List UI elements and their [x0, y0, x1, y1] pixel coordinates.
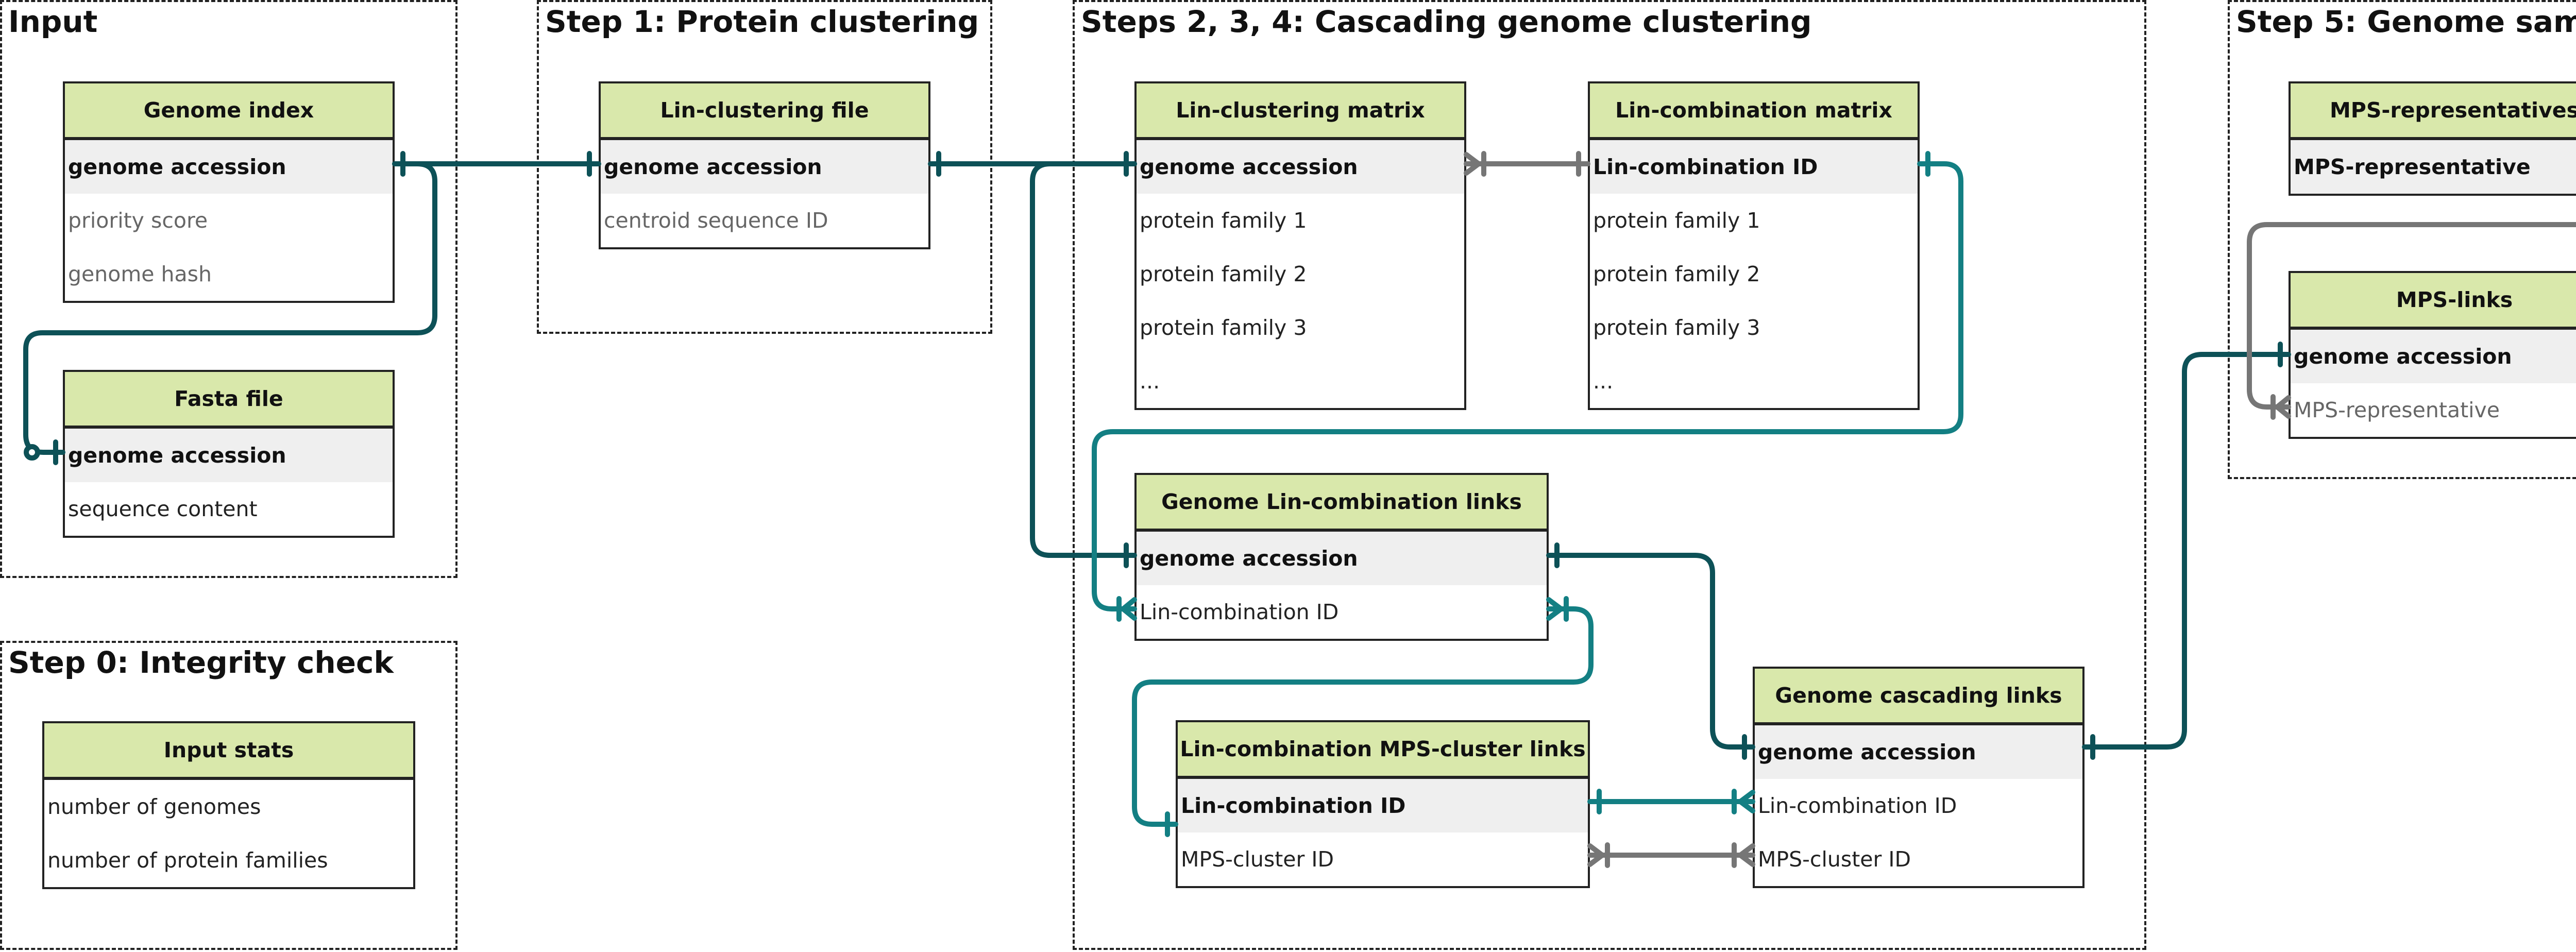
- link-mps-representatives-to-mps-links: [2247, 222, 2576, 420]
- entity-mps-links: MPS-links genome accession MPS-represent…: [2289, 271, 2576, 439]
- entity-header: Input stats: [44, 723, 413, 780]
- field-protein-family-2: protein family 2: [1593, 262, 1760, 286]
- entity-header: Lin-combination MPS-cluster links: [1178, 722, 1588, 779]
- group-title-steps-2-3-4: Steps 2, 3, 4: Cascading genome clusteri…: [1081, 4, 1812, 39]
- entity-genome-cascading-links: Genome cascading links genome accession …: [1753, 667, 2084, 888]
- group-title-step-0: Step 0: Integrity check: [8, 645, 394, 680]
- field-sequence-content: sequence content: [68, 497, 258, 521]
- entity-header: Lin-clustering file: [601, 83, 928, 140]
- entity-header: Fasta file: [65, 372, 393, 429]
- field-mps-representative: MPS-representative: [2294, 398, 2500, 422]
- entity-lin-clustering-matrix: Lin-clustering matrix genome accession p…: [1134, 81, 1466, 410]
- link-genome-index-to-fasta-file: [23, 161, 437, 465]
- entity-header: Genome cascading links: [1755, 669, 2082, 725]
- group-step-0: Step 0: Integrity check: [0, 641, 457, 950]
- group-title-step-1: Step 1: Protein clustering: [545, 4, 979, 39]
- entity-header: MPS-representatives: [2291, 83, 2576, 140]
- field-mps-cluster-id: MPS-cluster ID: [1758, 847, 1911, 872]
- link-lin-clustering-matrix-to-genome-lin-combination-links: [1030, 161, 1137, 568]
- field-mps-representative: MPS-representative: [2291, 140, 2576, 194]
- entity-header: Lin-clustering matrix: [1137, 83, 1464, 140]
- entity-header: Genome Lin-combination links: [1137, 475, 1547, 532]
- group-steps-2-3-4: Steps 2, 3, 4: Cascading genome clusteri…: [1073, 0, 2146, 950]
- entity-genome-lin-combination-links: Genome Lin-combination links genome acce…: [1134, 473, 1549, 641]
- field-genome-accession: genome accession: [1137, 532, 1547, 585]
- entity-input-stats: Input stats number of genomes number of …: [42, 721, 415, 889]
- group-step-5: Step 5: Genome sampling: [2228, 0, 2576, 479]
- link-lin-clustering-matrix-to-lin-combination-matrix: [1464, 151, 1590, 177]
- field-genome-accession: genome accession: [2291, 330, 2576, 383]
- field-ellipsis: ...: [1140, 369, 1160, 394]
- link-genome-cascading-links-to-mps-links: [2082, 342, 2291, 760]
- group-step-1: Step 1: Protein clustering: [537, 0, 992, 334]
- field-lin-combination-id: Lin-combination ID: [1178, 779, 1588, 832]
- entity-header: Genome index: [65, 83, 393, 140]
- field-protein-family-3: protein family 3: [1140, 315, 1307, 340]
- group-input: Input: [0, 0, 457, 578]
- field-lin-combination-id: Lin-combination ID: [1140, 600, 1339, 624]
- field-protein-family-1: protein family 1: [1593, 208, 1760, 233]
- field-priority-score: priority score: [68, 208, 208, 233]
- field-protein-family-2: protein family 2: [1140, 262, 1307, 286]
- group-title-input: Input: [8, 4, 98, 39]
- field-genome-accession: genome accession: [1137, 140, 1464, 194]
- field-genome-accession: genome accession: [1755, 725, 2082, 779]
- field-number-of-genomes: number of genomes: [47, 794, 261, 819]
- link-mps-cluster-links-to-genome-cascading-mps-cluster: [1587, 842, 1755, 868]
- field-lin-combination-id: Lin-combination ID: [1590, 140, 1918, 194]
- link-lin-combination-matrix-to-genome-lin-combination-links: [1092, 151, 1963, 622]
- field-centroid-sequence-id: centroid sequence ID: [604, 208, 828, 233]
- field-mps-cluster-id: MPS-cluster ID: [1181, 847, 1334, 872]
- entity-lin-combination-mps-cluster-links: Lin-combination MPS-cluster links Lin-co…: [1176, 720, 1590, 888]
- link-genome-lin-combination-to-mps-cluster-links: [1132, 596, 1594, 837]
- field-genome-accession: genome accession: [65, 429, 393, 482]
- field-protein-family-3: protein family 3: [1593, 315, 1760, 340]
- entity-header: Lin-combination matrix: [1590, 83, 1918, 140]
- entity-lin-clustering-file: Lin-clustering file genome accession cen…: [599, 81, 930, 249]
- field-lin-combination-id: Lin-combination ID: [1758, 793, 1957, 818]
- group-title-step-5: Step 5: Genome sampling: [2236, 4, 2576, 39]
- field-number-of-protein-families: number of protein families: [47, 848, 328, 873]
- entity-header: MPS-links: [2291, 273, 2576, 330]
- field-ellipsis: ...: [1593, 369, 1614, 394]
- field-protein-family-1: protein family 1: [1140, 208, 1307, 233]
- entity-mps-representatives: MPS-representatives MPS-representative: [2289, 81, 2576, 196]
- field-genome-hash: genome hash: [68, 262, 212, 286]
- link-genome-lin-combination-links-to-genome-cascading-links: [1546, 542, 1755, 760]
- entity-lin-combination-matrix: Lin-combination matrix Lin-combination I…: [1588, 81, 1920, 410]
- entity-genome-index: Genome index genome accession priority s…: [63, 81, 395, 303]
- field-genome-accession: genome accession: [65, 140, 393, 194]
- link-mps-cluster-links-to-genome-cascading-lin-combination: [1587, 789, 1755, 814]
- entity-fasta-file: Fasta file genome accession sequence con…: [63, 370, 395, 538]
- field-genome-accession: genome accession: [601, 140, 928, 194]
